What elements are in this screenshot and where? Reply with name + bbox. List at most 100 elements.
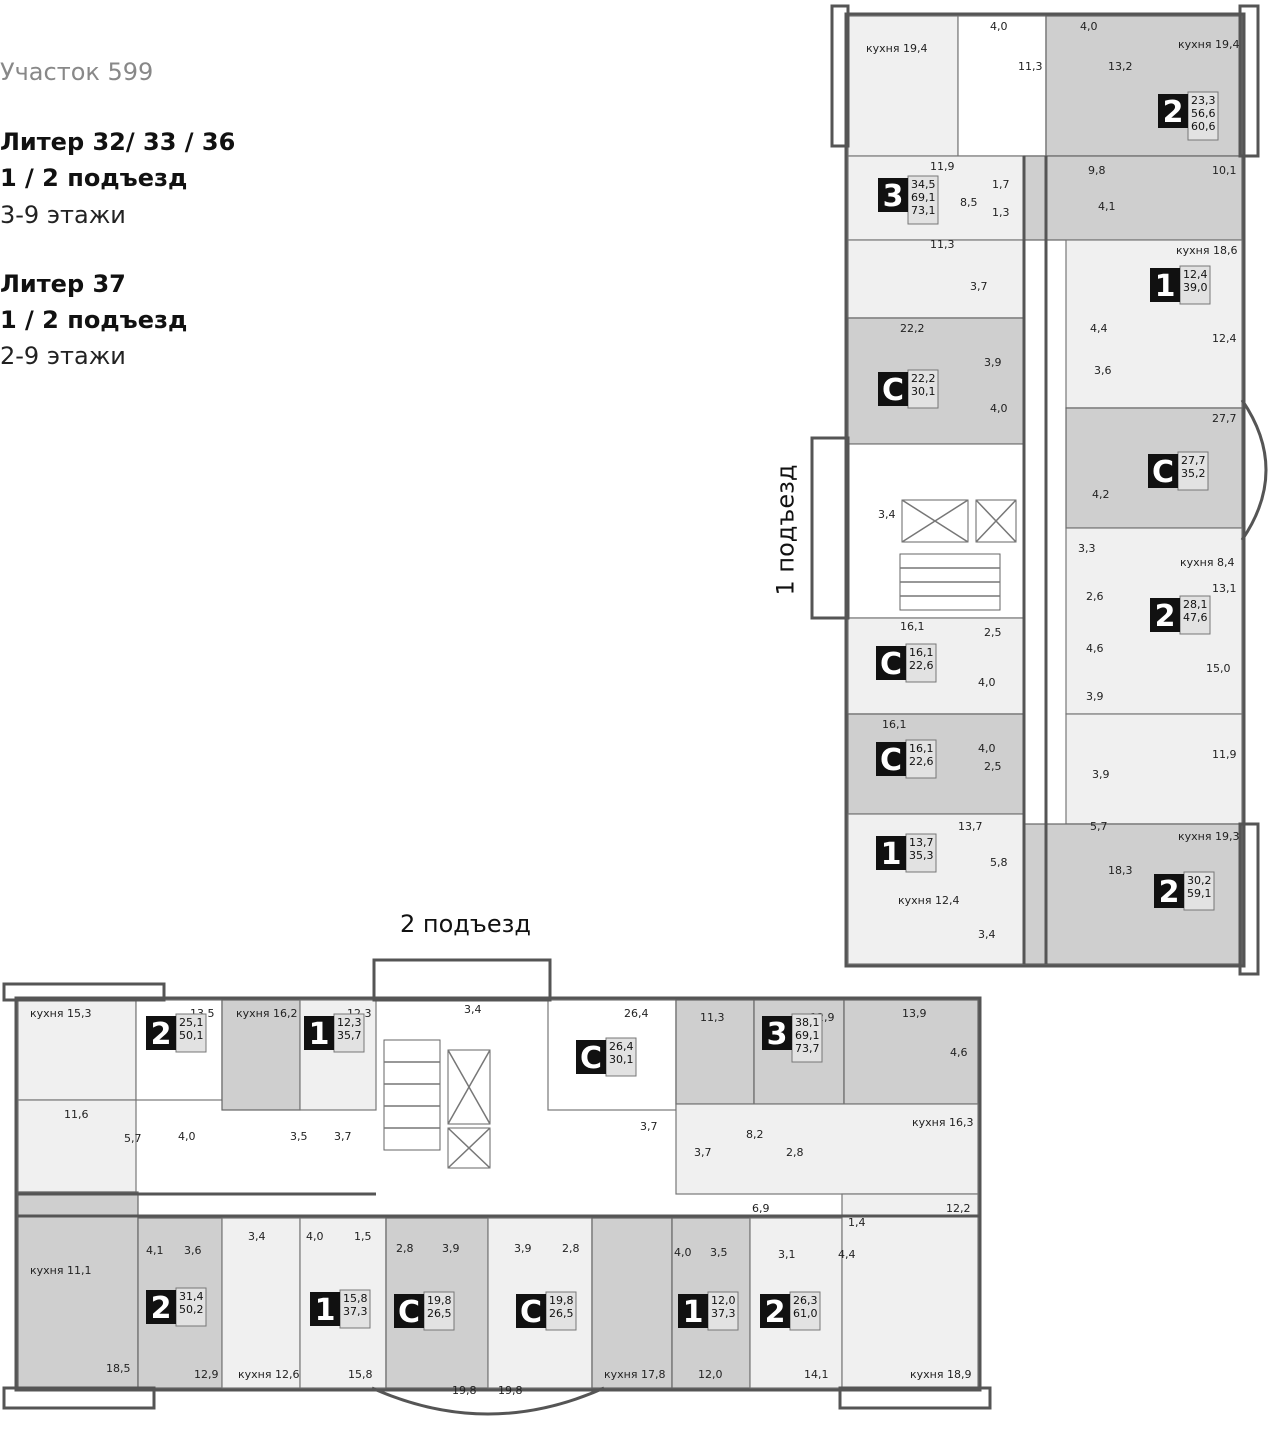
apartment-type: 1 [683,1295,704,1330]
room-area-label: 3,7 [694,1146,712,1159]
apartment-type: 1 [1155,269,1176,304]
apartment-type-icon [516,1294,546,1328]
apartment-type: С [580,1041,602,1076]
room-area-label: 4,2 [1092,488,1110,501]
room-area-label: 3,7 [970,280,988,293]
apartment-area: 69,1 [911,191,936,204]
room-area-label: кухня 19,3 [1178,830,1239,843]
room-area-label: 15,8 [348,1368,373,1381]
room-area-label: кухня 12,4 [898,894,959,907]
apartment-area: 23,3 [1191,94,1216,107]
room-area-label: 2,8 [786,1146,804,1159]
entrance-2-room-labels: кухня 15,313,5кухня 16,212,33,426,411,31… [30,1003,973,1397]
apartment-area: 30,1 [609,1053,634,1066]
area-box [605,1037,637,1077]
area-box [175,1287,207,1327]
apartment-type-icon [878,178,908,212]
room-area-label: 2,5 [984,760,1002,773]
room-area-label: 4,0 [674,1246,692,1259]
apartment-type-icon [394,1294,424,1328]
apartment-area: 12,4 [1183,268,1208,281]
apartment-type-icon [1148,454,1178,488]
room-area-label: 4,0 [990,20,1008,33]
apartment-area: 22,6 [909,755,934,768]
room-area-label: 2,6 [1086,590,1104,603]
apartment-area: 16,1 [909,742,934,755]
area-box [789,1291,821,1331]
area-box [545,1291,577,1331]
room-area-label: 4,0 [978,676,996,689]
room-area-label: 1,4 [848,1216,866,1229]
apartment-area: 30,2 [1187,874,1212,887]
room-area-label: кухня 8,4 [1180,556,1234,569]
apartment-area: 35,2 [1181,467,1206,480]
apartment-area: 26,3 [793,1294,818,1307]
apartment-area: 15,8 [343,1292,368,1305]
apartment-type: 2 [1159,875,1180,910]
room-area-label: 4,6 [950,1046,968,1059]
room-area-label: 12,2 [946,1202,971,1215]
liter-b-title: Литер 37 [0,270,126,298]
liter-a-entrances: 1 / 2 подъезд [0,164,188,192]
area-box [907,369,939,409]
room-area-label: 22,2 [900,322,925,335]
room-area-label: 4,0 [1080,20,1098,33]
room-area-label: 8,2 [746,1128,764,1141]
apartment-badge: 2 26,361,0 [760,1291,821,1331]
apartment-type-icon [1158,94,1188,128]
room-area-label: кухня 18,9 [910,1368,971,1381]
room-area-label: 3,3 [1078,542,1096,555]
apartment-area: 50,2 [179,1303,204,1316]
apartment-type: 2 [1155,599,1176,634]
room-area-label: кухня 16,2 [236,1007,297,1020]
room-area-label: 3,5 [290,1130,308,1143]
apartment-area: 61,0 [793,1307,818,1320]
plot-title: Участок 599 [0,58,154,86]
room-area-label: 27,7 [1212,412,1237,425]
room-area-label: 19,8 [498,1384,523,1397]
apartment-type-icon [310,1292,340,1326]
room-area-label: 13,2 [1108,60,1133,73]
room-area-label: 11,6 [64,1108,89,1121]
room-area-label: 3,4 [978,928,996,941]
apartment-area: 73,1 [911,204,936,217]
room-area-label: 4,0 [978,742,996,755]
room-area-label: 11,9 [1212,748,1237,761]
room-area-label: кухня 19,4 [866,42,927,55]
room-area-label: 3,4 [464,1003,482,1016]
room-area-label: 4,1 [146,1244,164,1257]
room-area-label: 12,0 [698,1368,723,1381]
apartment-type: 2 [1163,95,1184,130]
room-area-label: 11,3 [930,238,955,251]
apartment-area: 12,3 [337,1016,362,1029]
room-area-label: 3,7 [334,1130,352,1143]
apartment-type: 1 [315,1293,336,1328]
room-area-label: 3,9 [1092,768,1110,781]
apartment-type-icon [762,1016,792,1050]
room-area-label: 1,3 [992,206,1010,219]
room-area-label: 3,9 [984,356,1002,369]
room-area-label: кухня 15,3 [30,1007,91,1020]
apartment-type-icon [1150,268,1180,302]
room-area-label: 4,0 [990,402,1008,415]
room-area-label: 26,4 [624,1007,649,1020]
room-area-label: 18,5 [106,1362,131,1375]
apartment-type: 2 [765,1295,786,1330]
room-area-label: 3,9 [442,1242,460,1255]
apartment-type: 3 [767,1017,788,1052]
room-area-label: кухня 12,6 [238,1368,299,1381]
room-area-label: 13,1 [1212,582,1237,595]
apartment-type: С [398,1295,420,1330]
room-area-label: 19,8 [452,1384,477,1397]
liter-b-floors: 2-9 этажи [0,342,126,370]
apartment-area: 37,3 [711,1307,736,1320]
apartment-area: 26,5 [427,1307,452,1320]
